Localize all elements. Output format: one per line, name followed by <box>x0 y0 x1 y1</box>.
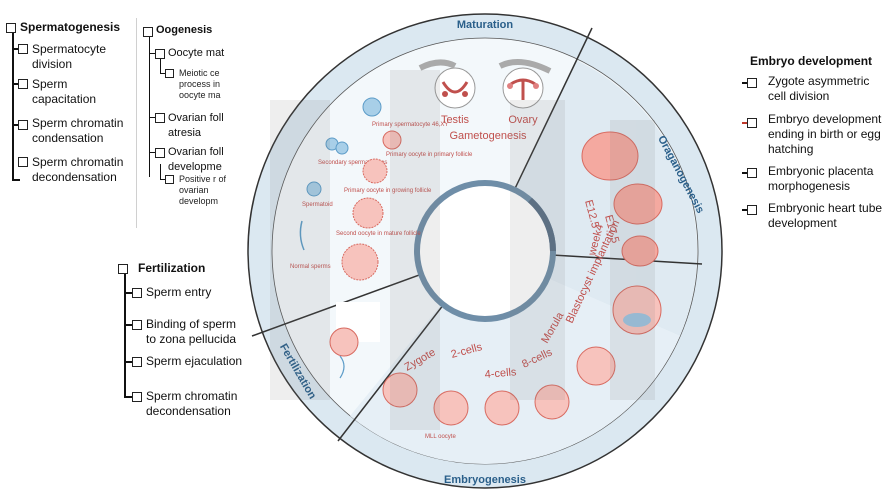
two-cell-embryo <box>433 390 469 426</box>
sperm-cell-label: Secondary spermatocytes <box>318 160 387 166</box>
embryo-development-title: Embryo development <box>750 54 873 68</box>
oocyte-cell <box>352 197 384 229</box>
fertilization-item-checkbox[interactable] <box>132 288 142 298</box>
fertilization-tree: Fertilization Sperm entry Binding of spe… <box>114 258 244 428</box>
spermatoid-cell <box>306 181 322 197</box>
center-highlight <box>527 197 556 252</box>
embryo-development-tree: Embryo development Zygote asymmetric cel… <box>736 52 888 242</box>
oogenesis-item: Oocyte mat <box>168 47 225 59</box>
oogenesis-item: Ovarian foll atresia <box>168 112 224 139</box>
embryo-week4-icon <box>621 235 659 267</box>
fertilization-item-checkbox[interactable] <box>132 357 142 367</box>
oogenesis-item-checkbox[interactable] <box>155 113 165 123</box>
sperm-tail-icon <box>299 220 305 251</box>
sperm-cell-label: Spermatoid <box>302 202 333 208</box>
embryo-item: Embryo development ending in birth or eg… <box>768 112 882 156</box>
oogenesis-item-checkbox[interactable] <box>155 49 165 59</box>
embryo-item: Embryonic heart tube development <box>768 201 883 230</box>
spermatogenesis-item-checkbox[interactable] <box>18 79 28 89</box>
oogenesis-item-checkbox[interactable] <box>155 148 165 158</box>
oogenesis-subitem: Positive r of ovarian developm <box>179 174 226 206</box>
fertilization-item: Binding of sperm to zona pellucida <box>146 317 237 346</box>
embryo-e12-icon <box>581 131 639 181</box>
spermatogenesis-item-checkbox[interactable] <box>18 157 28 167</box>
spermatogenesis-item-checkbox[interactable] <box>18 44 28 54</box>
embryo-item-checkbox[interactable] <box>747 205 757 215</box>
fertilization-title: Fertilization <box>138 261 206 275</box>
oogenesis-subitem: Meiotic ce process in oocyte ma <box>179 68 221 100</box>
sperm-tail-icon <box>339 355 345 379</box>
secondary-spermatocyte-cell <box>335 141 349 155</box>
fertilization-item: Sperm entry <box>146 285 212 299</box>
embryo-item: Zygote asymmetric cell division <box>768 74 870 103</box>
morula-embryo <box>576 346 616 386</box>
testis-icon <box>434 67 476 109</box>
oogenesis-subitem-checkbox[interactable] <box>165 69 174 78</box>
oocyte-cell-label: Second oocyte in mature follicle <box>336 231 421 237</box>
embryo-item-checkbox[interactable] <box>747 78 757 88</box>
oogenesis-item: Ovarian foll developme <box>168 146 224 173</box>
embryo-item-checkbox[interactable] <box>747 118 757 128</box>
spermatogenesis-tree: Spermatogenesis Spermatocyte division Sp… <box>6 20 138 190</box>
four-cell-embryo <box>484 390 520 426</box>
sperm-cell-label: Primary spermatocyte 46,XY <box>372 122 448 128</box>
sector-label-embryogenesis: Embryogenesis <box>444 474 526 486</box>
spermatogenesis-item: Sperm chromatin condensation <box>32 116 124 145</box>
sector-label-maturation: Maturation <box>457 19 514 31</box>
oocyte-cell-label: Primary oocyte in primary follicle <box>386 152 473 158</box>
embryo-e17-icon <box>613 183 663 225</box>
development-wheel: Maturation Oraganogenesis Embryogenesis … <box>247 13 723 489</box>
spermatogenesis-checkbox[interactable] <box>6 23 16 33</box>
embryo-item-checkbox[interactable] <box>747 168 757 178</box>
blastocyst-inner-mass <box>623 313 651 327</box>
spermatogenesis-item-checkbox[interactable] <box>18 120 28 130</box>
embryo-note: MLL oocyte <box>425 434 456 440</box>
mouse-silhouette-left <box>418 59 457 71</box>
spermatogenesis-item: Sperm capacitation <box>32 77 97 106</box>
sperm-cell-label: Normal sperms <box>290 264 331 270</box>
testis-label: Testis <box>441 114 470 126</box>
fertilization-checkbox[interactable] <box>118 264 128 274</box>
oogenesis-tree: Oogenesis Oocyte mat Meiotic ce process … <box>143 24 226 214</box>
embryogenesis-sector <box>350 251 680 464</box>
oocyte-cell <box>362 158 388 184</box>
fertilization-item: Sperm ejaculation <box>146 354 243 368</box>
embryo-item: Embryonic placenta morphogenesis <box>768 164 874 193</box>
oocyte-cell <box>382 130 402 150</box>
fertilization-item-checkbox[interactable] <box>132 392 142 402</box>
panel-divider <box>136 18 137 228</box>
gametogenesis-label: Gametogenesis <box>449 130 527 142</box>
oogenesis-subitem-checkbox[interactable] <box>165 175 174 184</box>
oocyte-cell <box>341 243 379 281</box>
oogenesis-title: Oogenesis <box>156 24 213 36</box>
ovary-icon <box>502 67 544 109</box>
spermatogenesis-item: Sperm chromatin decondensation <box>32 155 124 184</box>
oogenesis-checkbox[interactable] <box>143 27 153 37</box>
fertilization-item: Sperm chromatin decondensation <box>146 389 238 418</box>
primary-spermatocyte-cell <box>362 97 382 117</box>
oocyte-cell-label: Primary oocyte in growing follicle <box>344 188 432 194</box>
fertilization-item-checkbox[interactable] <box>132 320 142 330</box>
spermatogenesis-item: Spermatocyte division <box>32 42 107 71</box>
ovary-label: Ovary <box>508 114 538 126</box>
embryo-stage-label: 4-cells <box>484 366 517 381</box>
spermatogenesis-title: Spermatogenesis <box>20 20 121 34</box>
fertilized-egg-cell <box>329 327 359 357</box>
zygote-cell <box>382 372 418 408</box>
eight-cell-embryo <box>534 384 570 420</box>
mouse-silhouette-right <box>498 59 552 74</box>
